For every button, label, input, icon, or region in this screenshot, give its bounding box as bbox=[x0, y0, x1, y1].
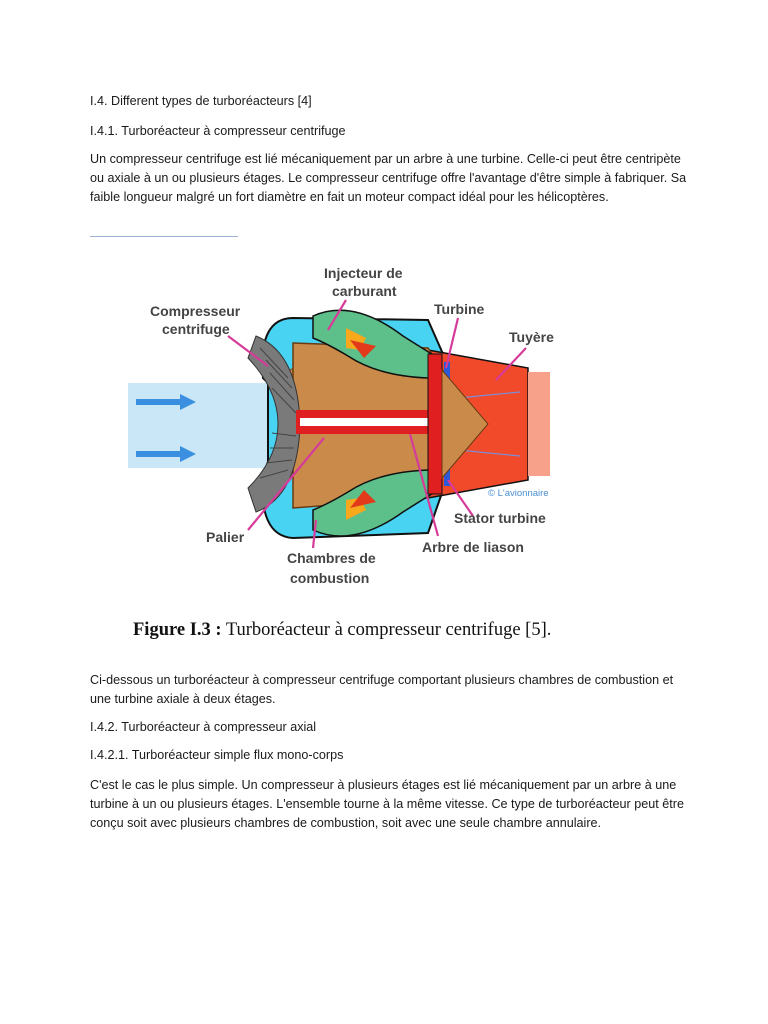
flame-upper-core bbox=[350, 340, 376, 358]
flame-lower-core bbox=[350, 490, 376, 508]
exhaust-cone bbox=[441, 368, 489, 480]
label-chambres-line2: combustion bbox=[290, 570, 369, 586]
section-heading-centrifuge: I.4.1. Turboréacteur à compresseur centr… bbox=[90, 124, 346, 138]
figure-caption-text: Turboréacteur à compresseur centrifuge [… bbox=[221, 620, 552, 640]
section-heading-axial: I.4.2. Turboréacteur à compresseur axial bbox=[90, 720, 317, 734]
impeller-blades bbox=[259, 347, 297, 479]
exhaust-flow-line bbox=[457, 391, 521, 399]
label-injecteur-line2: carburant bbox=[332, 283, 397, 299]
label-palier: Palier bbox=[206, 529, 245, 545]
engine-diagram-svg: Injecteur de carburant Compresseur centr… bbox=[128, 265, 554, 586]
exhaust-flow-line bbox=[457, 449, 521, 457]
compressor-impeller bbox=[247, 335, 301, 513]
section-heading-types: I.4. Different types de turboréacteurs [… bbox=[90, 94, 312, 108]
label-stator-turbine: Stator turbine bbox=[454, 510, 546, 526]
intake-arrow-lower bbox=[136, 446, 196, 462]
leader-lines bbox=[227, 299, 527, 549]
label-arbre: Arbre de liason bbox=[422, 539, 524, 555]
label-tuyere: Tuyère bbox=[509, 329, 554, 345]
label-chambres-line1: Chambres de bbox=[287, 550, 376, 566]
label-turbine: Turbine bbox=[434, 301, 485, 317]
exhaust-plume bbox=[528, 372, 550, 476]
figure-caption-label: Figure I.3 : bbox=[133, 620, 222, 640]
combustion-chamber-lower bbox=[312, 469, 439, 537]
paragraph-centrifuge: Un compresseur centrifuge est lié mécani… bbox=[90, 152, 687, 204]
label-injecteur-line1: Injecteur de bbox=[324, 265, 403, 281]
figure-caption: Figure I.3 : Turboréacteur à compresseur… bbox=[133, 620, 653, 641]
label-compresseur-line2: centrifuge bbox=[162, 321, 230, 337]
label-compresseur-line1: Compresseur bbox=[150, 303, 241, 319]
watermark: © L'avionnaire bbox=[488, 488, 549, 499]
intake-arrow-upper bbox=[136, 394, 196, 410]
shaft-bore bbox=[300, 418, 450, 426]
combustion-chamber-upper bbox=[312, 309, 439, 379]
paragraph-below-figure: Ci-dessous un turboréacteur à compresseu… bbox=[90, 673, 674, 706]
section-heading-simple-flux: I.4.2.1. Turboréacteur simple flux mono-… bbox=[90, 748, 344, 762]
paragraph-simple-flux: C'est le cas le plus simple. Un compress… bbox=[90, 778, 684, 830]
turbine-disc bbox=[427, 353, 443, 495]
engine-diagram: Injecteur de carburant Compresseur centr… bbox=[128, 258, 568, 590]
divider-line bbox=[90, 236, 238, 237]
